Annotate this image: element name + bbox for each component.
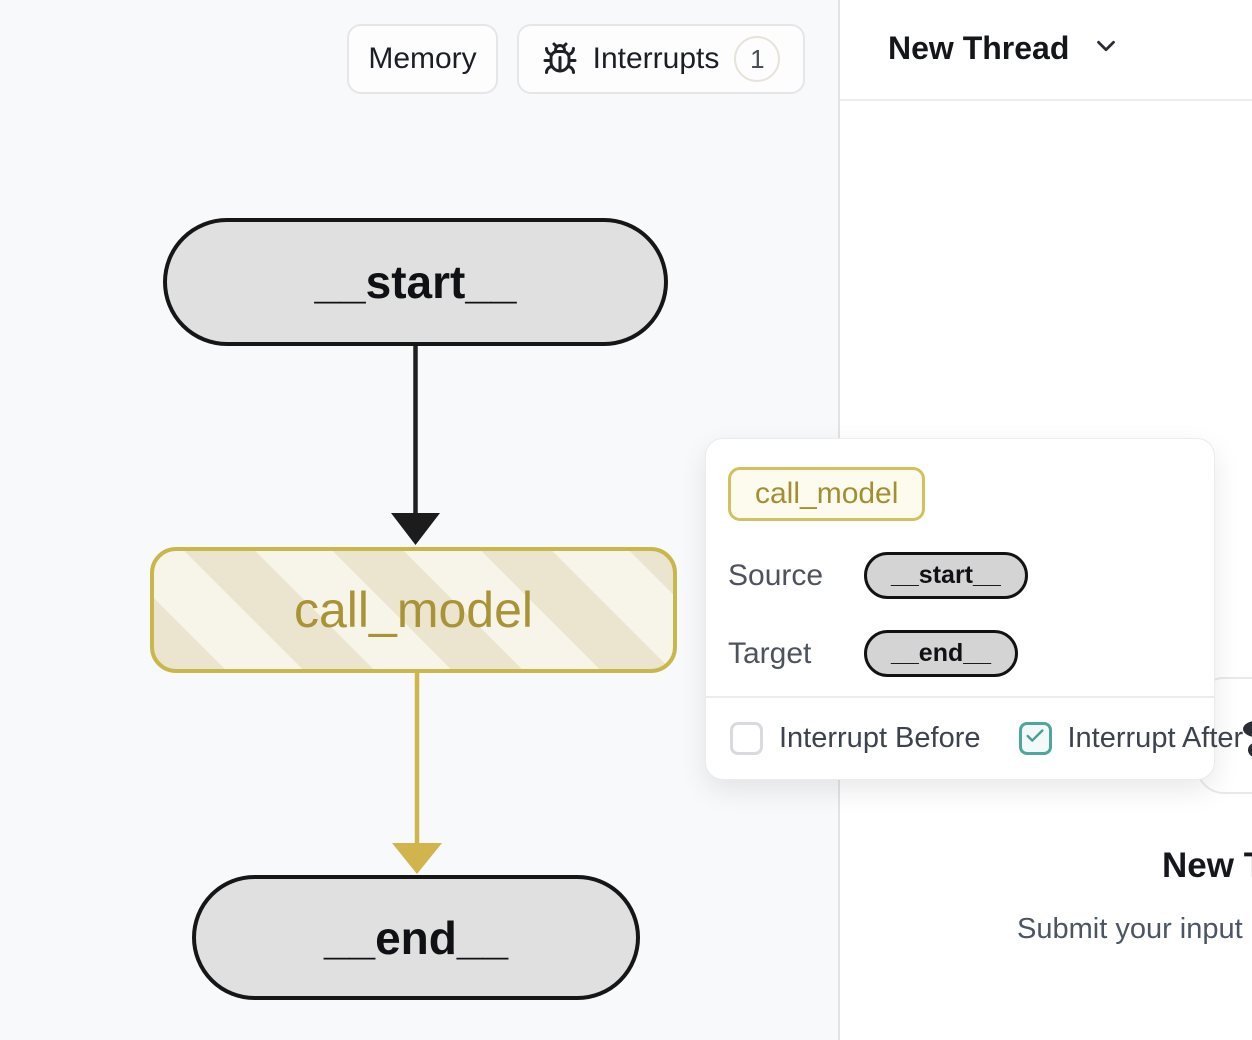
edge-details-popover: call_model Source __start__ Target __end… <box>705 438 1243 780</box>
interrupt-before-group[interactable]: Interrupt Before <box>730 722 981 755</box>
source-row: Source __start__ <box>728 552 1190 599</box>
empty-state-title: New T <box>1162 846 1252 885</box>
source-value-pill: __start__ <box>864 552 1028 599</box>
check-icon <box>1024 725 1046 752</box>
interrupts-count-badge: 1 <box>734 36 781 82</box>
target-label: Target <box>728 636 812 670</box>
popover-body: call_model Source __start__ Target __end… <box>706 439 1214 696</box>
bug-icon <box>542 41 578 77</box>
arrowhead-black <box>391 513 440 545</box>
thread-selector[interactable]: New Thread <box>888 24 1121 72</box>
node-end-label: __end__ <box>323 911 509 964</box>
interrupts-button-label: Interrupts <box>592 42 720 75</box>
interrupt-after-group[interactable]: Interrupt After <box>1018 722 1244 755</box>
graph-canvas[interactable]: __start__ call_model __end__ Memory <box>0 0 838 1040</box>
popover-footer: Interrupt Before Interrupt After <box>706 696 1243 779</box>
memory-button-label: Memory <box>368 42 477 75</box>
interrupt-before-label: Interrupt Before <box>779 722 981 754</box>
node-call-model[interactable]: call_model <box>150 547 677 673</box>
memory-button[interactable]: Memory <box>347 24 498 94</box>
node-badge[interactable]: call_model <box>728 467 926 521</box>
empty-state-subtitle: Submit your input <box>1017 913 1243 945</box>
canvas-toolbar: Memory Interrupts 1 <box>0 0 838 120</box>
interrupt-before-checkbox[interactable] <box>730 722 763 755</box>
thread-header: New Thread <box>840 0 1252 101</box>
node-start[interactable]: __start__ <box>163 218 668 346</box>
interrupt-after-checkbox[interactable] <box>1018 722 1052 755</box>
node-end[interactable]: __end__ <box>192 875 640 1000</box>
chevron-down-icon <box>1091 31 1121 66</box>
arrowhead-gold <box>392 843 442 874</box>
target-row: Target __end__ <box>728 630 1190 677</box>
source-label: Source <box>728 558 824 592</box>
target-value-pill: __end__ <box>864 630 1019 677</box>
interrupts-button[interactable]: Interrupts 1 <box>517 24 805 94</box>
node-call-model-label: call_model <box>293 582 533 638</box>
thread-title: New Thread <box>888 29 1070 66</box>
interrupt-after-label: Interrupt After <box>1067 722 1244 754</box>
node-start-label: __start__ <box>314 256 517 308</box>
